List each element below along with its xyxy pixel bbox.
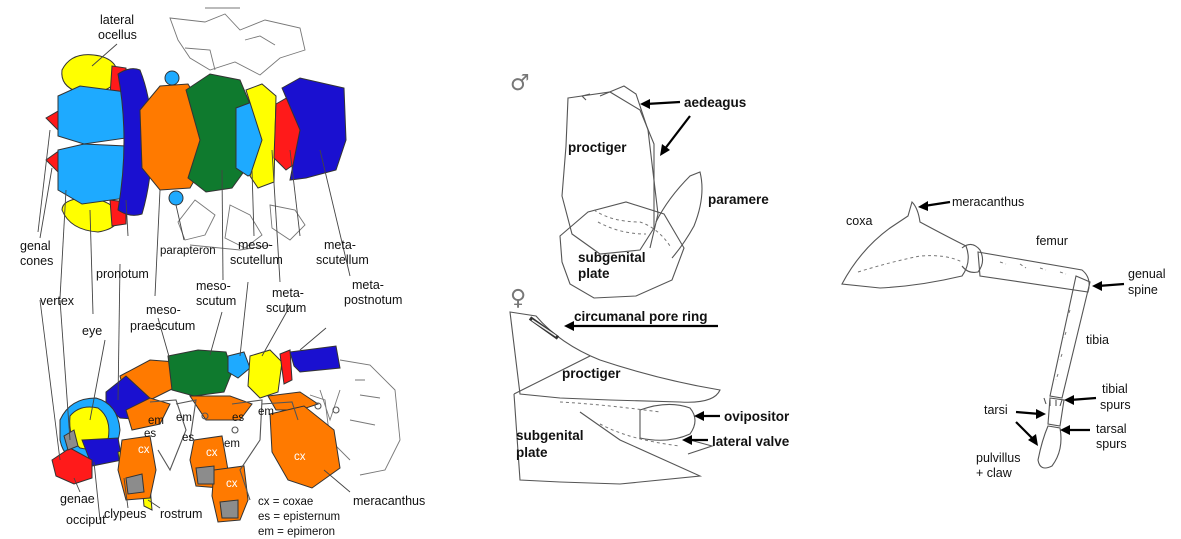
- label-rostrum: rostrum: [160, 507, 202, 521]
- male-symbol: ♂: [510, 71, 530, 96]
- label-meta-scutellum-2: scutellum: [316, 253, 369, 267]
- spiracle-4: [333, 407, 339, 413]
- label-meracanthus-a: meracanthus: [353, 494, 425, 508]
- parapteron-top: [165, 71, 179, 85]
- label-tarsal-spurs-1: tarsal: [1096, 422, 1127, 436]
- label-es-1: es: [144, 428, 156, 440]
- label-tarsi: tarsi: [984, 403, 1008, 417]
- label-lateral-ocellus-1: lateral: [100, 13, 134, 27]
- coxa-grey-1: [126, 474, 144, 494]
- lateral-blue-scutellum: [228, 352, 250, 378]
- label-meta-postnotum-2: postnotum: [344, 293, 402, 307]
- coxa-grey-2: [196, 466, 214, 484]
- female-symbol: ♀: [510, 286, 526, 311]
- label-em-1: em: [176, 412, 192, 424]
- label-meso-praescutum-1: meso-: [146, 303, 181, 317]
- label-occiput: occiput: [66, 513, 106, 527]
- label-subgenital-plate-male-1: subgenital: [578, 250, 646, 265]
- label-meso-scutellum-1: meso-: [238, 238, 273, 252]
- label-tibia: tibia: [1086, 333, 1109, 347]
- label-meta-scutellum-1: meta-: [324, 238, 356, 252]
- label-meso-scutum-2: scutum: [196, 294, 236, 308]
- label-pulvillus-1: pulvillus: [976, 451, 1020, 465]
- label-clypeus: clypeus: [104, 507, 146, 521]
- label-meracanthus-c: meracanthus: [952, 195, 1024, 209]
- label-proctiger-male: proctiger: [568, 140, 627, 155]
- label-meso-praescutum-2: praescutum: [130, 319, 195, 333]
- label-subgenital-plate-female-1: subgenital: [516, 428, 584, 443]
- label-es-2: es: [182, 432, 194, 444]
- lateral-green-scutum: [168, 350, 232, 396]
- label-cx-2: cx: [206, 447, 218, 459]
- labels-c: meracanthus coxa femur genual spine tibi…: [846, 195, 1166, 480]
- lateral-yellow-metascutum: [248, 350, 282, 398]
- legend-line-2: es = episternum: [258, 511, 340, 523]
- label-tibial-spurs-2: spurs: [1100, 398, 1131, 412]
- label-genual-spine-2: spine: [1128, 283, 1158, 297]
- spiracle-2: [232, 427, 238, 433]
- label-proctiger-female: proctiger: [562, 366, 621, 381]
- label-coxa: coxa: [846, 214, 872, 228]
- legend-line-1: cx = coxae: [258, 496, 313, 508]
- label-pronotum: pronotum: [96, 267, 149, 281]
- label-vertex: vertex: [40, 294, 75, 308]
- label-femur: femur: [1036, 234, 1068, 248]
- vertex-blue-bottom: [58, 144, 126, 204]
- label-tibial-spurs-1: tibial: [1102, 382, 1128, 396]
- label-em-4: em: [258, 406, 274, 418]
- label-aedeagus: aedeagus: [684, 95, 746, 110]
- label-cx-4: cx: [294, 451, 306, 463]
- label-subgenital-plate-male-2: plate: [578, 266, 610, 281]
- label-meta-scutum-2: scutum: [266, 301, 306, 315]
- label-meta-postnotum-1: meta-: [352, 278, 384, 292]
- label-cx-1: cx: [138, 444, 150, 456]
- dorsal-plates: [46, 55, 346, 232]
- coxa-grey-3: [220, 500, 238, 518]
- panel-dorsal-lateral: lateral ocellus genal cones vertex prono…: [20, 8, 425, 538]
- label-genual-spine-1: genual: [1128, 267, 1166, 281]
- label-meta-scutum-1: meta-: [272, 286, 304, 300]
- label-em-3: em: [224, 438, 240, 450]
- label-genal-cones-1: genal: [20, 239, 51, 253]
- label-lateral-valve: lateral valve: [712, 434, 790, 449]
- label-parapteron: parapteron: [160, 245, 216, 257]
- panel-leg: meracanthus coxa femur genual spine tibi…: [842, 195, 1166, 480]
- label-ovipositor: ovipositor: [724, 409, 790, 424]
- panel-genitalia: ♂ ♀: [510, 71, 790, 484]
- labels-b: aedeagus proctiger paramere subgenital p…: [516, 95, 790, 460]
- label-paramere: paramere: [708, 192, 769, 207]
- label-cx-3: cx: [226, 478, 238, 490]
- label-em-2: em: [148, 415, 164, 427]
- label-pulvillus-2: + claw: [976, 466, 1013, 480]
- label-eye: eye: [82, 324, 102, 338]
- label-circumanal-pore-ring: circumanal pore ring: [574, 309, 708, 324]
- label-meso-scutum-1: meso-: [196, 279, 231, 293]
- label-tarsal-spurs-2: spurs: [1096, 437, 1127, 451]
- label-meso-scutellum-2: scutellum: [230, 253, 283, 267]
- label-genal-cones-2: cones: [20, 254, 53, 268]
- legend-line-3: em = epimeron: [258, 526, 335, 538]
- lateral-red-metascutellum: [280, 350, 292, 384]
- vertex-blue-top: [58, 86, 126, 144]
- label-subgenital-plate-female-2: plate: [516, 445, 548, 460]
- lateral-blue-postnotum: [290, 346, 340, 372]
- label-es-3: es: [232, 412, 244, 424]
- parapteron-bottom: [169, 191, 183, 205]
- label-lateral-ocellus-2: ocellus: [98, 28, 137, 42]
- label-genae: genae: [60, 492, 95, 506]
